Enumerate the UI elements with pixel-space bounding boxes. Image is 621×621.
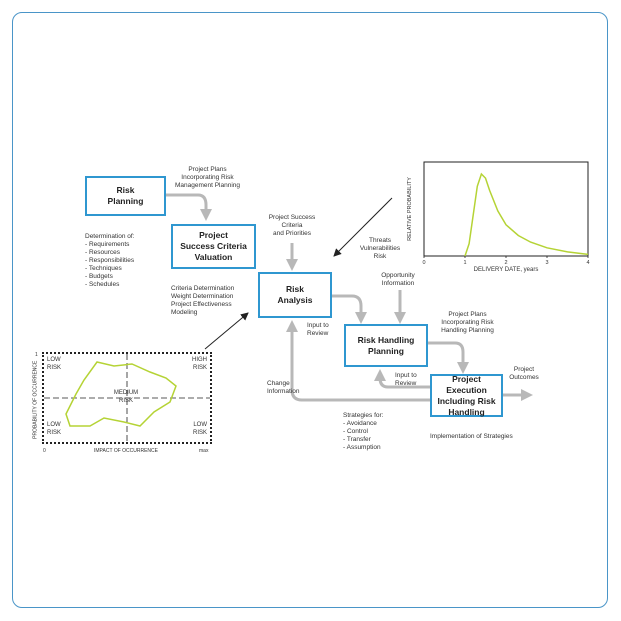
- input-review-label-1: Input to Review: [307, 322, 329, 337]
- arrow-handling-to-execution: [428, 341, 469, 374]
- matrix-medium-risk: MEDIUM RISK: [113, 390, 139, 404]
- probability-curve: [464, 172, 589, 257]
- risk-analysis-box: Risk Analysis: [258, 272, 332, 318]
- chart-ylabel: RELATIVE PROBABILITY: [407, 177, 413, 241]
- matrix-low-risk-tl: LOW RISK: [47, 357, 62, 371]
- implementation-label: Implementation of Strategies: [430, 433, 513, 440]
- risk-planning-box: Risk Planning: [85, 176, 166, 216]
- project-plans-label-2: Project Plans Incorporating Risk Handlin…: [441, 311, 494, 334]
- project-outcomes-label: Project Outcomes: [509, 366, 539, 381]
- project-execution-label: Project Execution Including Risk Handlin…: [437, 373, 496, 417]
- strategies-label: Strategies for: - Avoidance - Control - …: [343, 412, 384, 451]
- matrix-x-max: max: [199, 448, 209, 454]
- success-criteria-box: Project Success Criteria Valuation: [171, 224, 256, 269]
- arrow-feedback-to-handling: [374, 369, 430, 389]
- project-execution-box: Project Execution Including Risk Handlin…: [430, 374, 503, 417]
- medium-risk-region: [65, 361, 177, 427]
- matrix-origin: 0: [43, 448, 46, 454]
- x-tick-label: 0: [422, 260, 425, 266]
- arrow-planning-to-criteria: [166, 193, 212, 221]
- arrow-analysis-to-handling: [331, 294, 367, 324]
- input-review-label-2: Input to Review: [395, 372, 417, 387]
- chart-xlabel: DELIVERY DATE, years: [474, 267, 539, 273]
- risk-handling-label: Risk Handling Planning: [357, 334, 415, 356]
- project-plans-label-1: Project Plans Incorporating Risk Managem…: [174, 166, 241, 189]
- arrow-feedback-to-analysis: [286, 320, 430, 402]
- chart-frame: [423, 161, 589, 257]
- criteria-determination-label: Criteria Determination Weight Determinat…: [171, 285, 235, 316]
- success-criteria-input-label: Project Success Criteria and Priorities: [268, 214, 316, 237]
- x-tick-label: 1: [463, 260, 466, 266]
- x-tick-label: 4: [586, 260, 589, 266]
- risk-matrix: [42, 352, 212, 444]
- risk-planning-label: Risk Planning: [107, 185, 144, 206]
- matrix-y-label: PROBABILITY OF OCCURRENCE: [32, 360, 39, 439]
- x-tick-label: 3: [545, 260, 548, 266]
- opportunity-label: Opportunity Information: [381, 272, 415, 287]
- matrix-y-max: 1: [35, 352, 38, 358]
- x-tick-label: 2: [504, 260, 507, 266]
- success-criteria-label: Project Success Criteria Valuation: [180, 230, 247, 262]
- change-info-label: Change Information: [267, 380, 300, 395]
- matrix-high-risk: HIGH RISK: [192, 357, 207, 371]
- risk-analysis-label: Risk Analysis: [277, 284, 313, 305]
- matrix-low-risk-br: LOW RISK: [192, 422, 207, 436]
- arrow-chart-to-analysis: [333, 197, 393, 257]
- risk-handling-box: Risk Handling Planning: [344, 324, 428, 367]
- matrix-low-risk-bl: LOW RISK: [47, 422, 62, 436]
- risk-matrix-lines: [44, 354, 210, 442]
- determination-label: Determination of: - Requirements - Resou…: [85, 233, 135, 288]
- delivery-date-chart: 0 1 2 3 4 RELATIVE PROBABILITY DELIVERY DATE…: [407, 161, 590, 273]
- threats-label: Threats Vulnerabilities Risk: [359, 237, 401, 260]
- arrow-matrix-to-analysis: [204, 312, 249, 350]
- matrix-x-label: IMPACT OF OCCURRENCE: [94, 448, 158, 454]
